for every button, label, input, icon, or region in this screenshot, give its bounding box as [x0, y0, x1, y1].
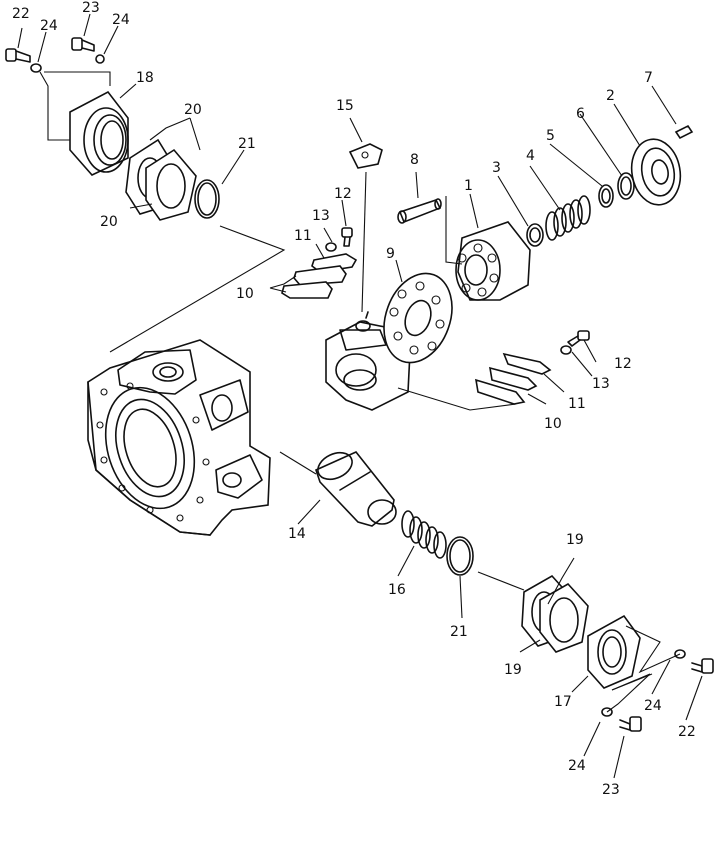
gasket-upper — [125, 138, 197, 221]
small-bolt-lower — [567, 330, 590, 347]
callout-19-upper: 19 — [566, 532, 584, 548]
valve-plate-disc — [383, 272, 453, 364]
callout-6: 6 — [576, 106, 585, 122]
callout-4: 4 — [526, 148, 535, 164]
callout-13-upper: 13 — [312, 208, 330, 224]
callout-11-upper: 11 — [294, 228, 312, 244]
callout-15: 15 — [336, 98, 354, 114]
gasket-lower — [521, 574, 589, 653]
callout-21-upper: 21 — [238, 136, 256, 152]
small-washer-lower — [560, 345, 572, 355]
callout-21-lower: 21 — [450, 624, 468, 640]
bolt-upper-center — [71, 37, 95, 52]
leader-lines — [17, 13, 703, 779]
callout-24-lower-center: 24 — [568, 758, 586, 774]
bolt-upper-left — [5, 48, 31, 63]
callout-23-upper: 23 — [82, 0, 100, 16]
small-bolt-upper — [341, 227, 353, 247]
callout-22-lower: 22 — [678, 724, 696, 740]
pump-housing — [87, 339, 271, 536]
callout-2: 2 — [606, 88, 615, 104]
callout-13-lower: 13 — [592, 376, 610, 392]
callout-23-lower: 23 — [602, 782, 620, 798]
coil-spring-upper — [545, 195, 591, 241]
bolt-lower-lower — [619, 716, 642, 732]
callout-18: 18 — [136, 70, 154, 86]
link-plates-upper — [281, 253, 358, 299]
wedge-block — [348, 143, 383, 169]
cylinder-block — [455, 221, 531, 301]
callout-12-lower: 12 — [614, 356, 632, 372]
o-ring-upper — [194, 179, 220, 219]
callout-20-upper: 20 — [184, 102, 202, 118]
washer-ring — [598, 184, 614, 208]
washer-lower-lower — [601, 707, 613, 717]
coil-spring-lower — [401, 510, 447, 559]
end-plate — [630, 138, 682, 206]
callout-7: 7 — [644, 70, 653, 86]
callouts: 22 24 23 24 18 20 21 20 15 8 1 3 4 5 6 2… — [12, 0, 696, 798]
spline-shaft — [397, 198, 442, 224]
callout-8: 8 — [410, 152, 419, 168]
snap-ring — [617, 172, 635, 200]
pin — [674, 124, 694, 140]
o-ring-lower — [446, 536, 474, 576]
retainer-ring — [526, 223, 544, 247]
callout-10-lower: 10 — [544, 416, 562, 432]
callout-3: 3 — [492, 160, 501, 176]
flange-cover-upper — [69, 90, 129, 176]
callout-17: 17 — [554, 694, 572, 710]
callout-24-upper-left: 24 — [40, 18, 58, 34]
callout-5: 5 — [546, 128, 555, 144]
callout-20-lower: 20 — [100, 214, 118, 230]
callout-12-upper: 12 — [334, 186, 352, 202]
callout-14: 14 — [288, 526, 306, 542]
small-washer-upper — [325, 242, 337, 252]
link-plates-lower — [474, 352, 552, 405]
callout-16: 16 — [388, 582, 406, 598]
bolt-lower-upper — [691, 658, 714, 674]
callout-11-lower: 11 — [568, 396, 586, 412]
callout-9: 9 — [386, 246, 395, 262]
washer-upper-center — [95, 54, 105, 64]
washer-lower-upper — [674, 649, 686, 659]
washer-upper-left — [30, 63, 42, 73]
servo-piston — [315, 451, 397, 527]
callout-24-upper-center: 24 — [112, 12, 130, 28]
callout-22-upper: 22 — [12, 6, 30, 22]
callout-24-lower-right: 24 — [644, 698, 662, 714]
callout-1: 1 — [464, 178, 473, 194]
flange-cover-lower — [587, 614, 641, 689]
callout-10-upper: 10 — [236, 286, 254, 302]
callout-19-lower: 19 — [504, 662, 522, 678]
